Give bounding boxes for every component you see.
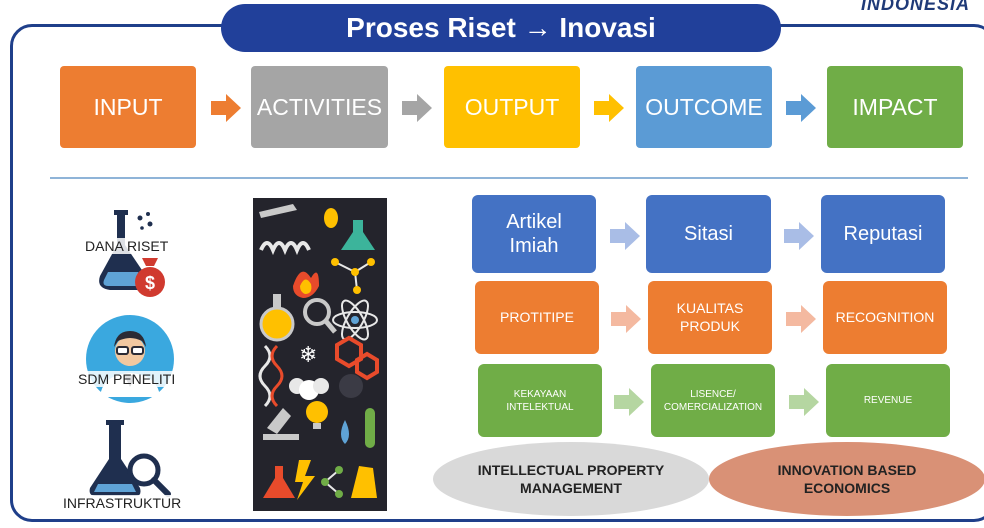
arrow-right-icon [784, 222, 814, 250]
arrow-right-icon [789, 388, 819, 416]
flow-activities: ACTIVITIES [251, 66, 388, 148]
arrow-right-icon [594, 94, 624, 122]
arrow-right-icon [786, 305, 816, 333]
arrow-right-icon [610, 222, 640, 250]
resource-label-sdm: SDM PENELITI [76, 371, 178, 387]
flow-outcome: OUTCOME [636, 66, 772, 148]
arrow-right-icon [786, 94, 816, 122]
arrow-right-icon [402, 94, 432, 122]
box-revenue: REVENUE [826, 364, 950, 437]
divider [50, 177, 968, 179]
money-bag-icon: $ [135, 258, 165, 297]
svg-text:❄: ❄ [299, 343, 317, 368]
page-title: Proses Riset → Inovasi [221, 4, 781, 52]
resource-label-dana: DANA RISET [83, 238, 171, 254]
arrow-right-icon [614, 388, 644, 416]
resource-label-infrastruktur: INFRASTRUKTUR [61, 495, 184, 511]
flow-output: OUTPUT [444, 66, 580, 148]
science-collage-icon: ❄ [253, 198, 387, 511]
box-sitasi: Sitasi [646, 195, 771, 273]
box-protitipe: PROTITIPE [475, 281, 599, 354]
microscope-icon [89, 420, 171, 497]
box-lisence-comercialization: LISENCE/COMERCIALIZATION [651, 364, 775, 437]
svg-text:$: $ [145, 273, 155, 293]
flask-icon [99, 210, 153, 290]
arrow-right-icon [211, 94, 241, 122]
box-recognition: RECOGNITION [823, 281, 947, 354]
flow-input: INPUT [60, 66, 196, 148]
scientist-icon [86, 315, 174, 403]
box-reputasi: Reputasi [821, 195, 945, 273]
brand-logo-right: INDONESIA [860, 0, 970, 14]
flow-impact: IMPACT [827, 66, 963, 148]
arrow-right-icon [611, 305, 641, 333]
